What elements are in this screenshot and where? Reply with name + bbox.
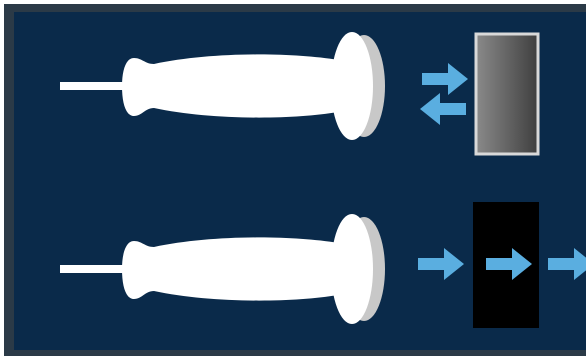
reflective-block — [476, 34, 538, 154]
